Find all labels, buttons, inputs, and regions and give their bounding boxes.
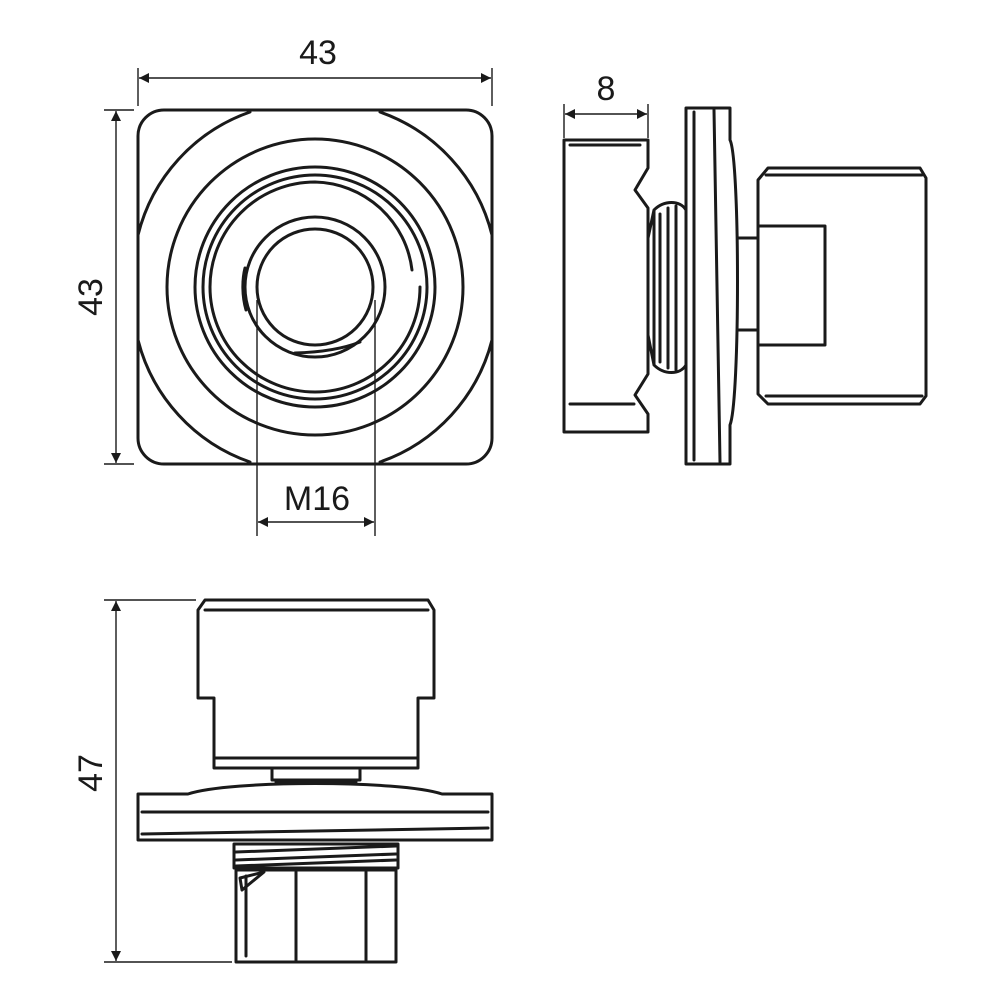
- side-thickness-label: 8: [597, 70, 616, 108]
- thread-label: M16: [284, 480, 350, 518]
- front-height-label: 43: [72, 278, 110, 316]
- square-plate-outline: [136, 108, 494, 466]
- slot-nut-block: [562, 138, 650, 434]
- bolt-head: [756, 166, 928, 406]
- bolt-head-flat: [756, 224, 827, 347]
- spring-ring-outer: [201, 173, 429, 401]
- front-width-label: 43: [299, 34, 337, 72]
- front-view: [136, 108, 494, 466]
- plate-corner-arcs: [136, 110, 494, 464]
- spring-coils: [646, 201, 688, 374]
- bolt-neck: [736, 236, 760, 332]
- dimension-front-width: 43: [137, 34, 493, 106]
- bolt-head-top: [196, 598, 436, 770]
- washer-outer-ring: [165, 137, 465, 437]
- bottom-height-label: 47: [72, 754, 110, 792]
- bolt-hole-outer: [243, 215, 387, 359]
- bolt-neck-bottom: [270, 766, 362, 784]
- washer-plate-bottom: [136, 782, 494, 842]
- slot-nut-bottom: [234, 868, 398, 964]
- bolt-hole-inner: [255, 227, 375, 347]
- dimension-front-height: 43: [72, 109, 134, 465]
- side-view: [562, 106, 928, 466]
- thread-spiral: [241, 266, 362, 355]
- washer-plate-edge: [684, 106, 739, 466]
- spring-bottom: [232, 842, 400, 870]
- spring-spiral: [208, 180, 422, 394]
- bottom-view: [136, 598, 494, 964]
- washer-inner-ring: [193, 165, 437, 409]
- dimension-thread: M16: [256, 300, 376, 536]
- dimension-side-thickness: 8: [563, 70, 649, 138]
- dimension-bottom-height: 47: [72, 599, 232, 963]
